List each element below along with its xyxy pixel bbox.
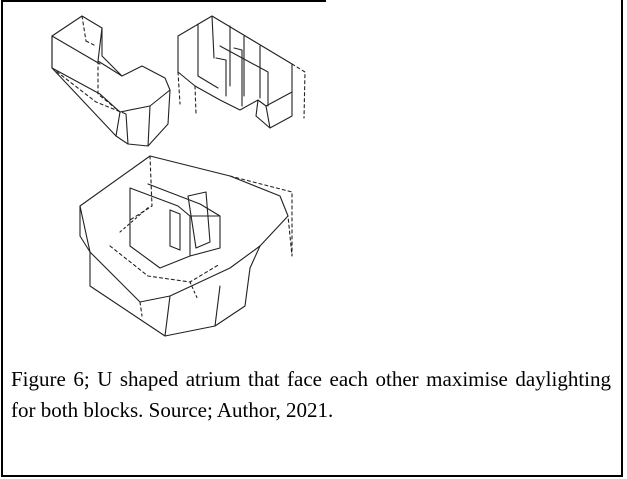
caption-text: Figure 6; U shaped atrium that face each…: [11, 367, 611, 422]
combined-atrium-block-sketch: [79, 155, 293, 337]
right-u-block-sketch: [177, 15, 306, 129]
frame-top-border: [1, 0, 326, 2]
figure-caption: Figure 6; U shaped atrium that face each…: [11, 364, 611, 426]
atrium-sketch: [30, 6, 350, 346]
left-u-block-sketch: [51, 15, 171, 147]
